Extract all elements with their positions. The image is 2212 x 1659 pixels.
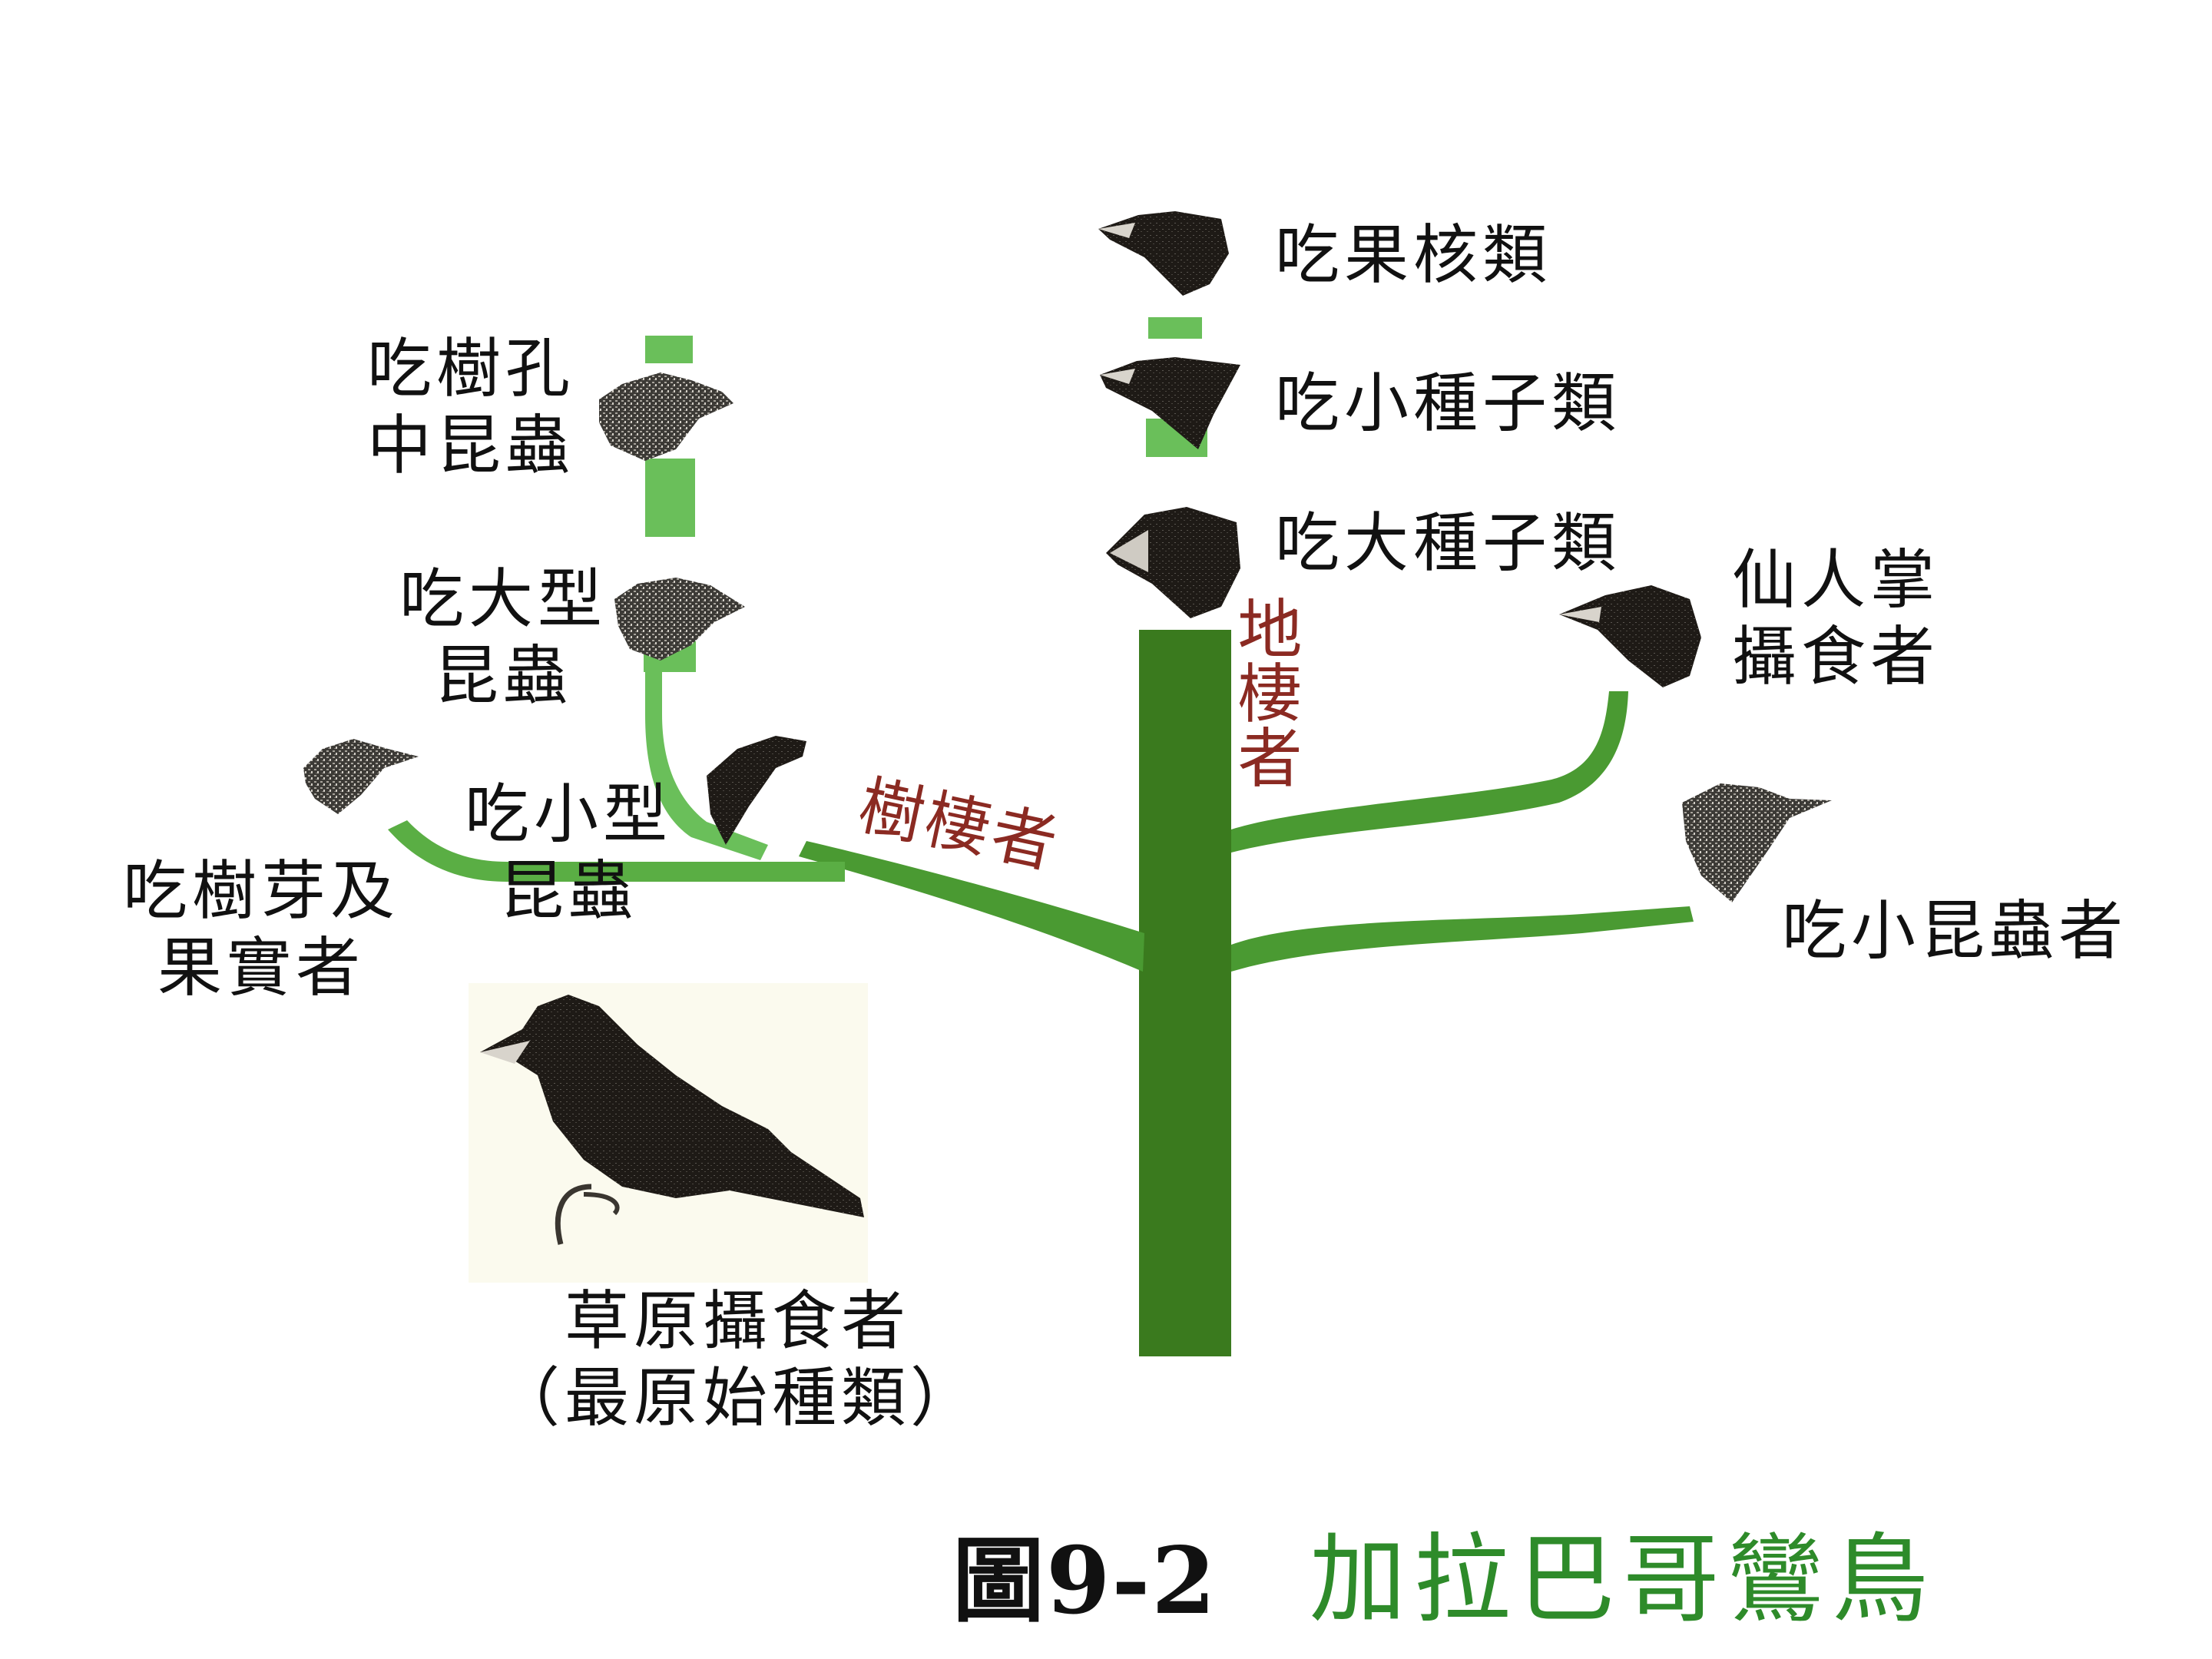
species-label-large-insect-line2: 昆蟲 [433,638,572,714]
ancestor-label-line1: 草原攝食者 [564,1283,910,1359]
species-label-small-seed: 吃小種子類 [1275,366,1621,441]
cactus-branch [1231,691,1628,853]
species-label-large-insect-line1: 吃大型 [399,561,607,637]
bud-fruit-branch [388,820,845,882]
species-label-tree-hole-line1: 吃樹孔 [367,331,575,406]
finch-head-fruit-pit [1098,211,1229,296]
species-label-bud-fruit: 吃樹芽及 果實者 [92,853,430,1006]
group-label-ground-dwellers: 地棲者 [1227,595,1303,789]
figure-caption: 圖9-2 加拉巴哥鸞鳥 [952,1502,1936,1641]
species-label-large-seed: 吃大種子類 [1275,505,1621,581]
finch-head-small-insect [1682,783,1832,902]
species-label-tree-hole: 吃樹孔 中昆蟲 [367,330,575,484]
tree-dweller-branch [799,841,1144,972]
species-label-small-insect: 吃小昆蟲者 [1782,893,2128,969]
finch-head-small-seed [1100,357,1240,449]
species-label-tree-hole-line2: 中昆蟲 [367,408,575,483]
small-insect-branch [1231,906,1694,972]
insect-branch-segment [645,459,695,537]
ground-finch-ancestor-illustration [469,983,868,1283]
finch-head-cactus [1559,585,1701,687]
center-segment [1148,317,1202,339]
figure-title: 加拉巴哥鸞鳥 [1309,1523,1936,1636]
species-label-small-insect-tree-line2: 昆蟲 [498,853,637,929]
insect-branch-segment [645,336,693,363]
ancestor-label-line2: （最原始種類） [495,1360,979,1435]
finch-head-large-insect [614,578,745,661]
finch-head-tree-hole [599,373,733,461]
insect-branch-curve [645,672,768,860]
species-label-cactus-line2: 攝食者 [1732,619,1940,694]
ancestor-label: 草原攝食者 （最原始種類） [461,1283,1014,1436]
species-label-fruit-pit: 吃果核類 [1275,217,1552,293]
species-label-bud-fruit-line2: 果實者 [157,930,365,1005]
species-label-bud-fruit-line1: 吃樹芽及 [122,853,399,929]
species-label-small-insect-tree: 吃小型 昆蟲 [453,776,684,929]
species-label-small-insect-tree-line1: 吃小型 [464,777,672,852]
species-label-large-insect: 吃大型 昆蟲 [388,561,618,714]
finch-head-bud-fruit [303,739,419,814]
species-label-cactus-line1: 仙人掌 [1732,542,1940,618]
main-trunk [1139,630,1231,1356]
species-label-cactus: 仙人掌 攝食者 [1732,541,1939,695]
finch-head-small-insect-tree [707,736,806,845]
figure-number: 圖9-2 [952,1527,1217,1635]
finch-head-large-seed [1106,507,1240,618]
